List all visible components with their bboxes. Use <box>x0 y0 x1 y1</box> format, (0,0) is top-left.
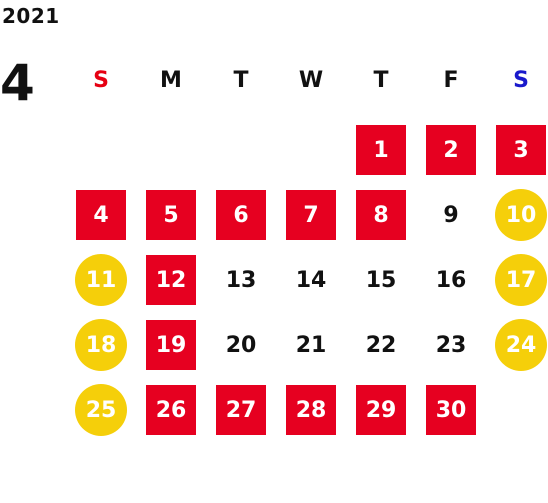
day-cell[interactable]: 11 <box>75 254 127 306</box>
day-cell[interactable]: 24 <box>495 319 547 371</box>
day-cell[interactable]: 13 <box>225 267 257 293</box>
year-label: 2021 <box>2 4 60 28</box>
day-cell[interactable]: 6 <box>216 190 266 240</box>
weekday-label: F <box>443 68 459 93</box>
day-cell[interactable]: 17 <box>495 254 547 306</box>
day-cell[interactable]: 22 <box>365 332 397 358</box>
day-cell[interactable]: 1 <box>356 125 406 175</box>
day-cell[interactable]: 3 <box>496 125 546 175</box>
weekday-label: T <box>373 68 389 93</box>
day-cell[interactable]: 10 <box>495 189 547 241</box>
day-cell[interactable]: 25 <box>75 384 127 436</box>
day-cell[interactable]: 7 <box>286 190 336 240</box>
weekday-label: S <box>513 68 529 93</box>
day-cell[interactable]: 19 <box>146 320 196 370</box>
day-cell[interactable]: 5 <box>146 190 196 240</box>
day-cell[interactable]: 21 <box>295 332 327 358</box>
day-cell[interactable]: 29 <box>356 385 406 435</box>
day-cell[interactable]: 2 <box>426 125 476 175</box>
day-cell[interactable]: 16 <box>435 267 467 293</box>
day-cell[interactable]: 8 <box>356 190 406 240</box>
weekday-label: T <box>233 68 249 93</box>
day-cell[interactable]: 9 <box>443 202 459 228</box>
day-cell[interactable]: 23 <box>435 332 467 358</box>
weekday-label: W <box>298 68 324 93</box>
day-cell[interactable]: 14 <box>295 267 327 293</box>
day-cell[interactable]: 18 <box>75 319 127 371</box>
day-cell[interactable]: 28 <box>286 385 336 435</box>
day-cell[interactable]: 12 <box>146 255 196 305</box>
month-label: 4 <box>0 54 35 112</box>
weekday-label: M <box>160 68 182 93</box>
weekday-label: S <box>93 68 109 93</box>
day-cell[interactable]: 4 <box>76 190 126 240</box>
day-cell[interactable]: 20 <box>225 332 257 358</box>
day-cell[interactable]: 26 <box>146 385 196 435</box>
day-cell[interactable]: 27 <box>216 385 266 435</box>
day-cell[interactable]: 30 <box>426 385 476 435</box>
day-cell[interactable]: 15 <box>365 267 397 293</box>
